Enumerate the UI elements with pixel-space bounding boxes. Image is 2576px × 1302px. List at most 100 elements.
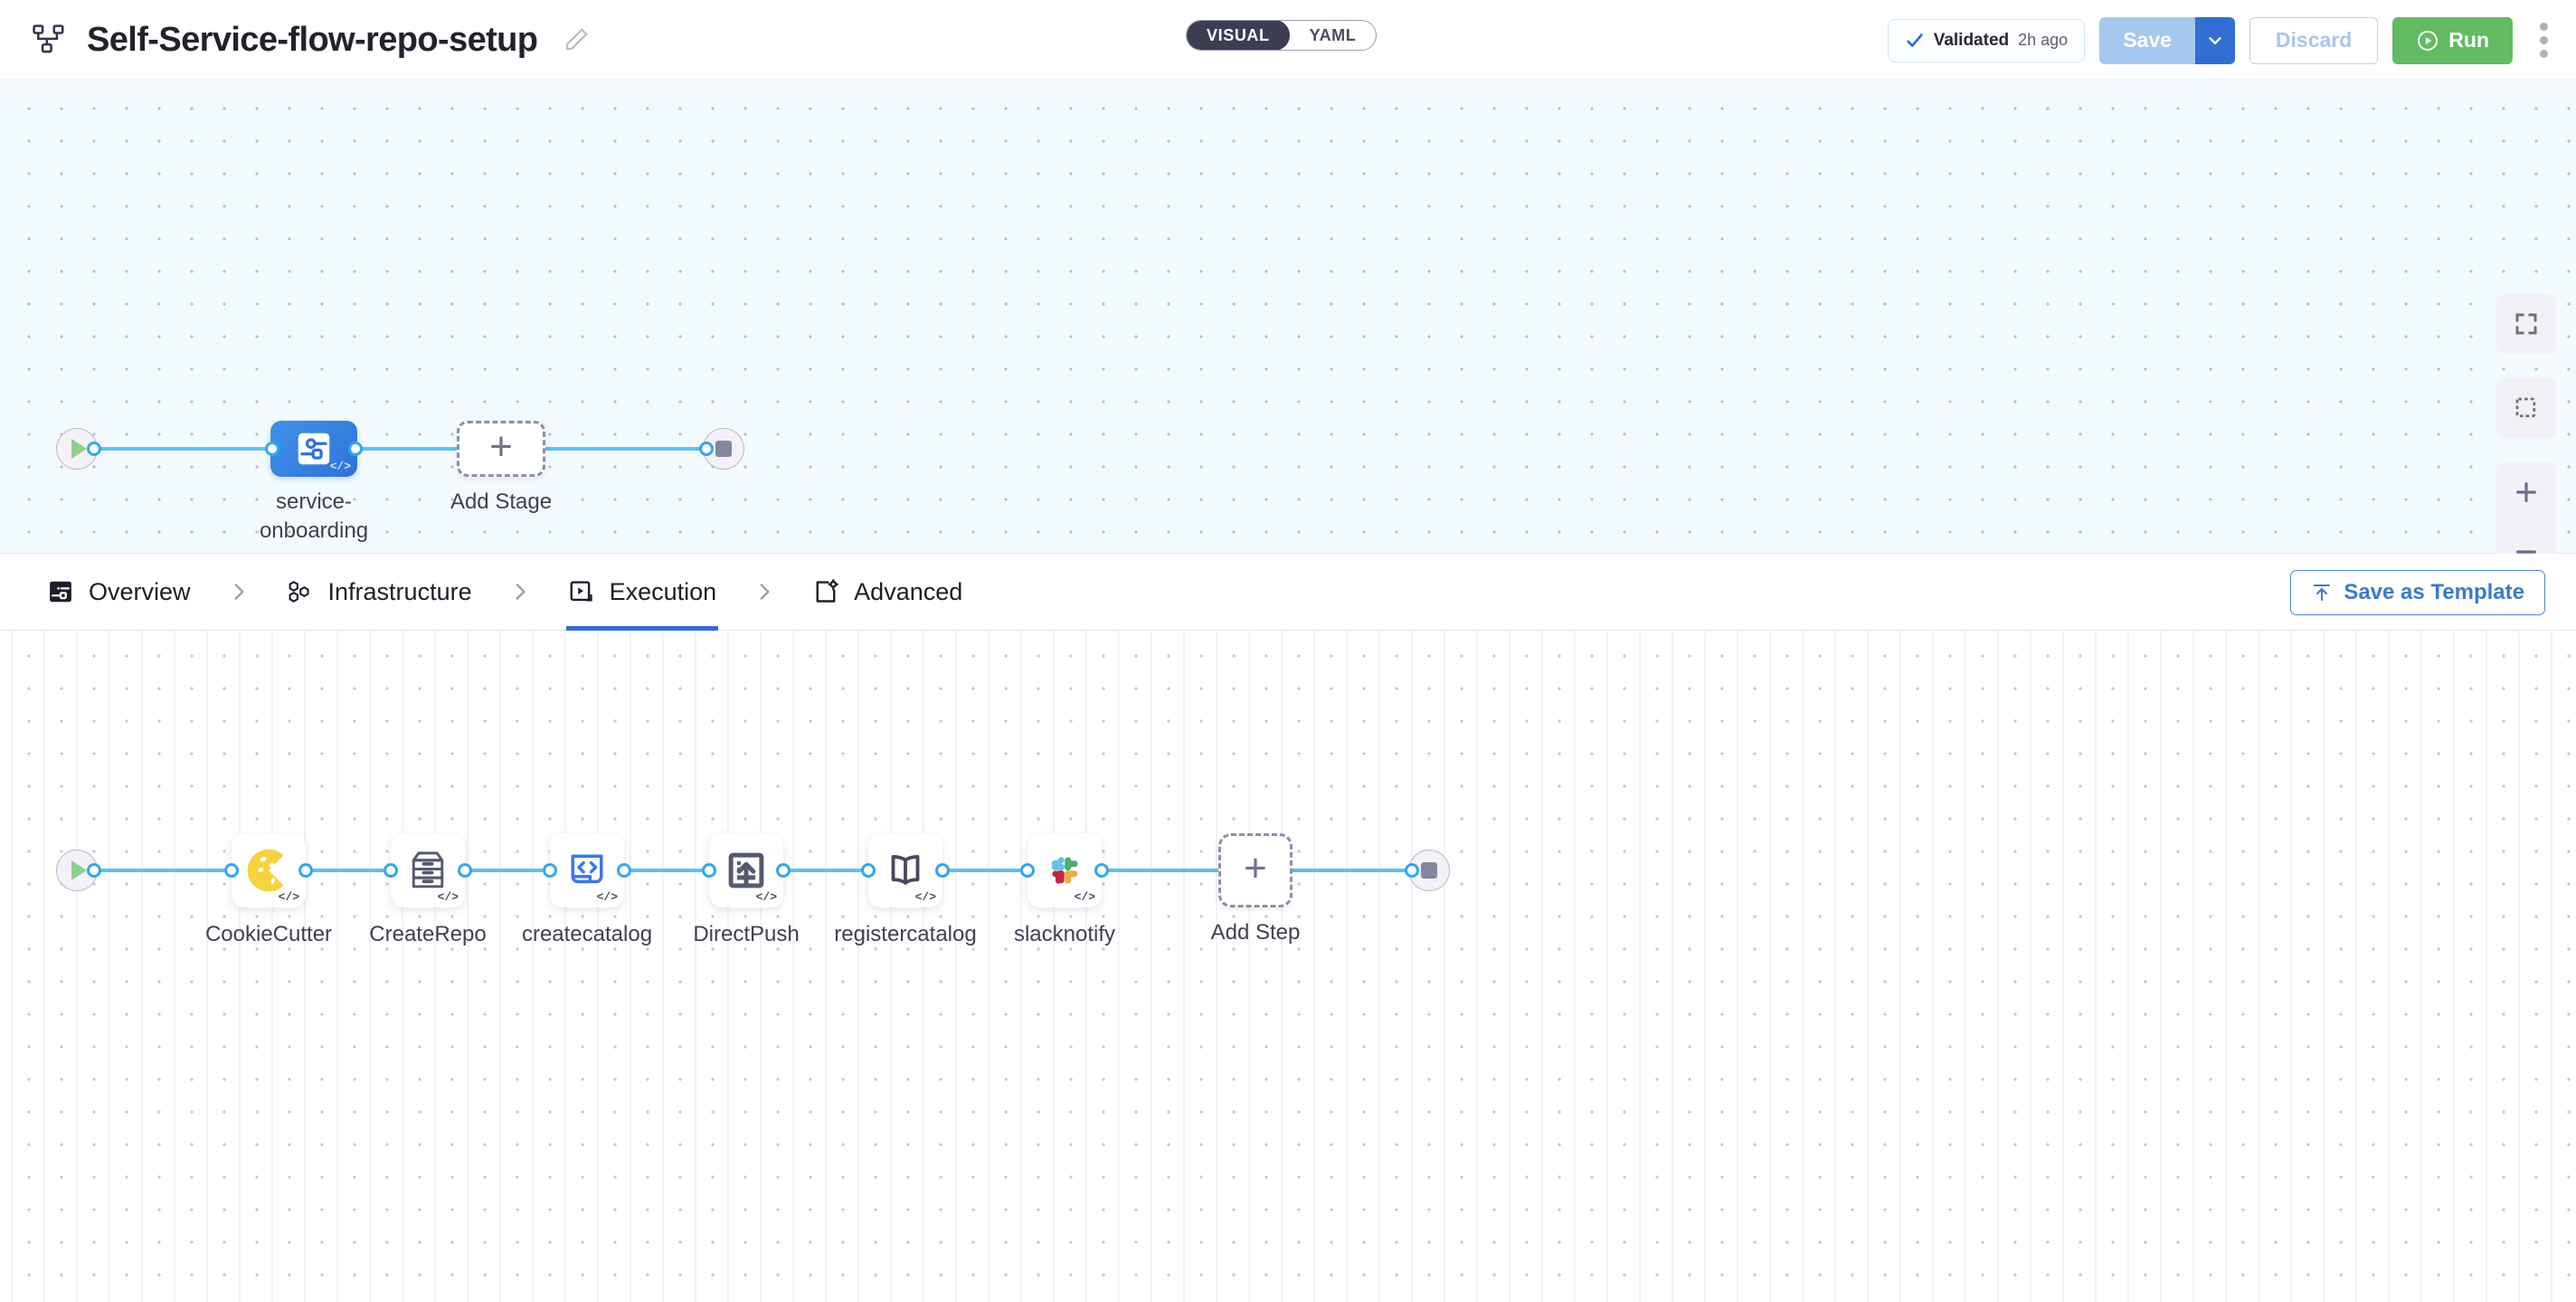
step-node-body[interactable]: </> [232, 833, 306, 908]
open-book-icon [891, 855, 920, 885]
visual-yaml-toggle[interactable]: VISUAL YAML [1186, 20, 1378, 51]
code-badge: </> [1074, 890, 1095, 904]
run-button[interactable]: Run [2392, 16, 2513, 64]
header-actions: Validated 2h ago Save Discard [1887, 0, 2560, 81]
execution-flow-row: </> CookieCutter </> [56, 833, 1450, 946]
step-node-body[interactable]: </> [868, 833, 942, 908]
app-header: Self-Service-flow-repo-setup VISUAL YAML… [0, 0, 2576, 81]
check-icon [1905, 31, 1925, 51]
code-laptop-icon [571, 854, 603, 884]
connector-wire [1105, 869, 1218, 872]
start-output-port[interactable] [87, 442, 101, 456]
stage-node-label: service- onboarding [259, 489, 369, 544]
step-node-createcatalog[interactable]: </> createcatalog [522, 833, 652, 946]
step-node-createrepo[interactable]: </> CreateRepo [369, 833, 487, 946]
tab-infrastructure[interactable]: Infrastructure [285, 554, 474, 631]
connector-wire [628, 869, 702, 872]
discard-button[interactable]: Discard [2249, 16, 2379, 64]
step-output-port[interactable] [776, 863, 791, 878]
step-output-port[interactable] [458, 863, 472, 878]
select-area-button[interactable] [2496, 378, 2556, 438]
step-output-port[interactable] [298, 863, 313, 878]
step-node-label: CreateRepo [369, 922, 487, 946]
code-badge: </> [278, 890, 299, 904]
page-title: Self-Service-flow-repo-setup [87, 20, 538, 59]
step-node-body[interactable]: </> [391, 833, 465, 908]
tab-advanced[interactable]: Advanced [810, 554, 964, 631]
stage-node-service-onboarding[interactable]: </> service- onboarding [260, 421, 368, 543]
zoom-out-button[interactable] [2496, 522, 2556, 582]
save-button[interactable]: Save [2099, 16, 2195, 64]
stage-output-port[interactable] [348, 442, 363, 456]
end-input-port[interactable] [1405, 863, 1419, 878]
end-input-port[interactable] [699, 442, 714, 456]
code-badge: </> [329, 460, 351, 473]
step-node-label: slacknotify [1013, 922, 1116, 946]
execution-canvas[interactable]: </> CookieCutter </> [0, 631, 2576, 1302]
play-circle-icon [2416, 29, 2439, 52]
step-node-body[interactable]: </> [1028, 833, 1102, 908]
stage-input-port[interactable] [265, 442, 279, 456]
save-dropdown-button[interactable] [2194, 16, 2235, 64]
tab-separator-icon [193, 578, 285, 605]
play-icon [71, 439, 87, 459]
add-stage-node[interactable]: + Add Stage [450, 421, 552, 514]
slack-icon [1051, 857, 1078, 884]
add-step-button[interactable]: + [1218, 833, 1293, 908]
step-input-port[interactable] [1020, 863, 1035, 878]
stage-flow-row: </> service- onboarding + Add Stage [56, 421, 744, 543]
fit-to-screen-button[interactable] [2496, 294, 2556, 354]
connector-wire [1293, 869, 1408, 872]
start-output-port[interactable] [87, 863, 101, 878]
pencil-edit-icon[interactable] [563, 26, 590, 53]
step-node-body[interactable]: </> [550, 833, 624, 908]
tab-overview[interactable]: Overview [45, 554, 193, 631]
add-stage-button[interactable]: + [457, 421, 545, 477]
step-output-port[interactable] [935, 863, 950, 878]
step-input-port[interactable] [543, 863, 557, 878]
step-node-body[interactable]: </> [709, 833, 783, 908]
stop-icon [1421, 862, 1437, 879]
pipeline-end-node[interactable] [703, 428, 744, 470]
step-input-port[interactable] [224, 863, 239, 878]
stage-node-body[interactable]: </> [270, 421, 357, 477]
connector-wire [359, 447, 457, 451]
save-as-template-button[interactable]: Save as Template [2290, 570, 2545, 615]
connector-wire [469, 869, 543, 872]
stage-canvas[interactable]: </> service- onboarding + Add Stage [0, 81, 2576, 582]
code-badge: </> [914, 890, 936, 904]
cookiecutter-icon [247, 849, 284, 892]
save-button-group[interactable]: Save [2099, 16, 2235, 64]
overview-icon [47, 578, 74, 605]
stage-tabbar: Overview Infrastructure [0, 554, 2576, 631]
stop-icon [715, 441, 732, 457]
plus-icon [2516, 482, 2536, 502]
toggle-option-visual[interactable]: VISUAL [1187, 21, 1290, 50]
step-output-port[interactable] [1094, 863, 1109, 878]
add-step-label: Add Step [1210, 920, 1301, 945]
step-node-directpush[interactable]: </> DirectPush [693, 833, 800, 946]
step-input-port[interactable] [384, 863, 398, 878]
fullscreen-icon [2515, 313, 2537, 335]
step-node-registercatalog[interactable]: </> registercatalog [834, 833, 977, 946]
zoom-in-button[interactable] [2496, 462, 2556, 522]
step-node-slacknotify[interactable]: </> slacknotify [1014, 833, 1115, 946]
tab-execution[interactable]: Execution [565, 554, 719, 631]
execution-icon [568, 578, 595, 605]
kebab-menu-icon[interactable] [2527, 17, 2560, 64]
validated-label: Validated [1933, 30, 2010, 50]
step-input-port[interactable] [861, 863, 876, 878]
step-node-label: DirectPush [693, 922, 800, 946]
step-output-port[interactable] [617, 863, 631, 878]
connector-wire [545, 447, 703, 451]
step-input-port[interactable] [702, 863, 716, 878]
tab-label: Overview [89, 577, 191, 605]
step-node-cookiecutter[interactable]: </> CookieCutter [205, 833, 332, 946]
minus-icon [2516, 550, 2536, 554]
toggle-option-yaml[interactable]: YAML [1309, 25, 1357, 44]
save-as-template-label: Save as Template [2344, 580, 2524, 604]
connector-wire [946, 869, 1020, 872]
tab-label: Execution [609, 577, 717, 605]
code-badge: </> [437, 890, 459, 904]
add-step-node[interactable]: + Add Step [1211, 833, 1300, 945]
